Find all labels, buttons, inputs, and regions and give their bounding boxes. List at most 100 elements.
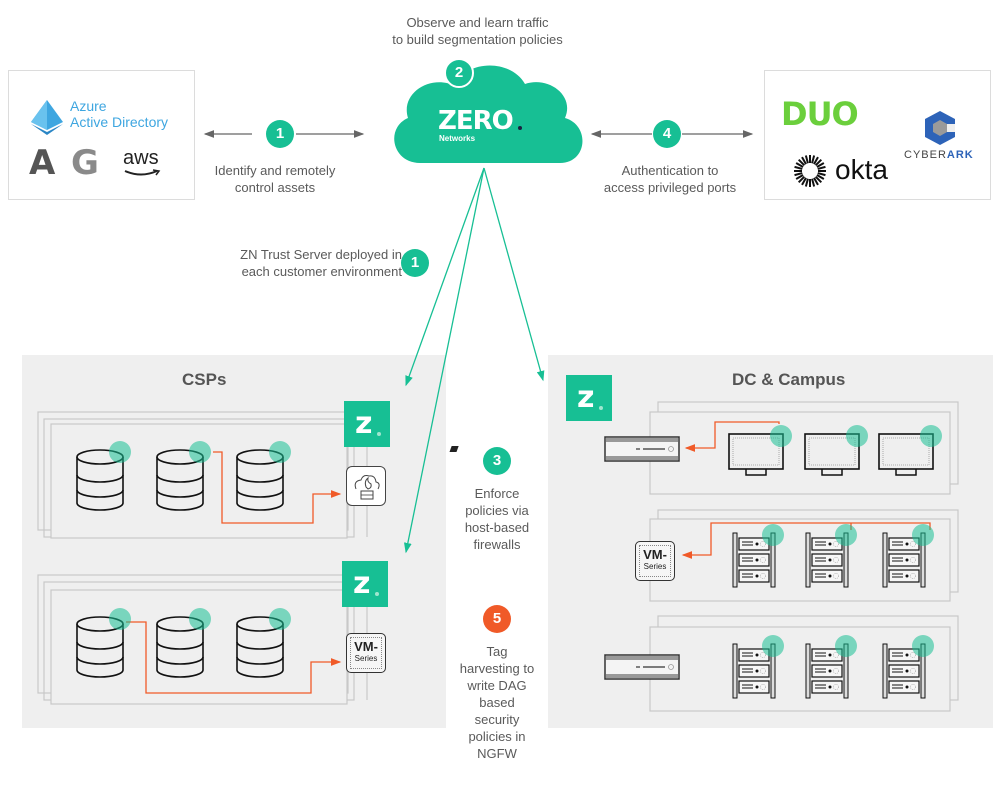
cyberark-icon: [925, 111, 955, 145]
caption-line: access privileged ports: [603, 180, 737, 195]
caption-line: policies via: [465, 503, 529, 518]
step-1-badge: 1: [266, 120, 294, 148]
zero-networks-cloud: [394, 65, 583, 163]
azure-label-line: Azure: [70, 98, 107, 114]
aws-logo-icon: aws: [123, 147, 159, 169]
agent-dot: [835, 635, 857, 657]
flow-dc-1: [684, 421, 780, 452]
rack-group: [732, 524, 934, 699]
flow-csp-1: [213, 451, 342, 524]
step-5-caption: Tag harvesting to write DAG based securi…: [447, 643, 547, 762]
caption-line: based: [479, 695, 515, 710]
caption-line: Authentication to: [621, 163, 719, 178]
step-1-trust-caption: ZN Trust Server deployed in each custome…: [206, 246, 402, 280]
agent-dot: [912, 524, 934, 546]
identity-logos-box: Azure Active Directory A G aws: [8, 70, 195, 200]
caption-line: Enforce: [474, 486, 520, 501]
step-4-caption: Authentication to access privileged port…: [585, 162, 755, 196]
auth-logos-box: DUO okta CYBERARK: [764, 70, 991, 200]
caption-line: host-based: [464, 520, 530, 535]
caption-line: ZN Trust Server deployed in: [240, 247, 402, 262]
vm-label: VM-: [354, 639, 378, 654]
top-caption-line: to build segmentation policies: [392, 32, 563, 47]
top-caption: Observe and learn traffic to build segme…: [355, 14, 600, 48]
step-3-caption: Enforce policies via host-based firewall…: [452, 485, 542, 553]
agent-dot: [189, 441, 211, 463]
trust-line-csp-bottom: [403, 167, 485, 554]
step-4-badge: 4: [653, 120, 681, 148]
database-icon: [156, 441, 211, 511]
ngfw-appliance-icon: [370, 654, 680, 680]
dc-group-3-frames: [649, 615, 959, 712]
server-rack-icon: [882, 635, 934, 699]
agent-dot: [109, 441, 131, 463]
agent-dot: [762, 635, 784, 657]
cloud-firewall-glyph: [354, 475, 380, 500]
google-g-icon: G: [71, 143, 99, 183]
caption-line: each customer environment: [241, 264, 402, 279]
caption-line: policies in: [468, 729, 526, 744]
trust-line-dc: [483, 167, 545, 382]
cloud-firewall-icon: [346, 466, 386, 506]
monitor-icon: [804, 425, 868, 476]
zn-trust-server-icon: z: [344, 401, 390, 447]
caption-line: harvesting to: [459, 661, 535, 676]
database-icon: [76, 608, 131, 678]
zn-letter: z: [577, 380, 595, 415]
trust-line-csp-top: [405, 167, 485, 387]
agent-dot: [912, 635, 934, 657]
zn-letter: z: [353, 566, 371, 601]
cyberark-label: CYBERARK: [904, 149, 974, 161]
monitor-icon: [728, 425, 792, 476]
agent-dot: [835, 524, 857, 546]
agent-dot: [109, 608, 131, 630]
cyberark-ark: ARK: [946, 149, 974, 161]
zn-letter: z: [355, 406, 373, 441]
caption-line: Tag: [486, 644, 508, 659]
azure-label-line: Active Directory: [70, 114, 169, 130]
vm-series-icon: VM- Series: [346, 633, 386, 673]
zn-trust-server-icon: z: [566, 375, 612, 421]
dc-panel-title: DC & Campus: [732, 370, 846, 389]
agent-dot: [762, 524, 784, 546]
agent-dot: [920, 425, 942, 447]
azure-ad-label: Azure Active Directory: [70, 98, 168, 130]
caption-line: Identify and remotely: [214, 163, 336, 178]
vm-sublabel: Series: [354, 654, 378, 663]
caption-line: control assets: [234, 180, 316, 195]
database-icon: [236, 441, 291, 511]
server-rack-icon: [732, 635, 784, 699]
zero-brand-text: ZERO: [438, 106, 514, 136]
networks-brand-text: Networks: [439, 134, 476, 143]
okta-sunburst-icon: [794, 155, 826, 187]
flow-dc-2: [681, 522, 931, 559]
cyberark-cyber: CYBER: [904, 149, 947, 161]
azure-ad-icon: [31, 100, 63, 135]
monitor-icon: [878, 425, 942, 476]
step-1-caption: Identify and remotely control assets: [190, 162, 360, 196]
csps-panel-title: CSPs: [182, 370, 227, 389]
database-group: [76, 441, 291, 678]
step-2-badge: 2: [444, 58, 474, 88]
agent-dot: [770, 425, 792, 447]
duo-logo-icon: DUO: [781, 95, 859, 133]
agent-dot: [846, 425, 868, 447]
brand-dot: [518, 126, 522, 130]
caption-line: security: [474, 712, 520, 727]
server-rack-icon: [805, 635, 857, 699]
ngfw-appliance-icon: [449, 436, 680, 462]
vm-label: VM-: [643, 547, 667, 562]
okta-logo-text: okta: [835, 154, 888, 185]
caption-line: NGFW: [477, 746, 517, 761]
step-3-badge: 3: [483, 447, 511, 475]
vm-sublabel: Series: [643, 562, 667, 571]
database-icon: [156, 608, 211, 678]
vm-series-icon: VM- Series: [635, 541, 675, 581]
server-rack-icon: [732, 524, 784, 588]
server-rack-icon: [805, 524, 857, 588]
agent-dot: [189, 608, 211, 630]
logo-a-icon: A: [29, 143, 56, 183]
zn-trust-server-icon: z: [342, 561, 388, 607]
caption-line: firewalls: [473, 537, 521, 552]
database-icon: [236, 608, 291, 678]
